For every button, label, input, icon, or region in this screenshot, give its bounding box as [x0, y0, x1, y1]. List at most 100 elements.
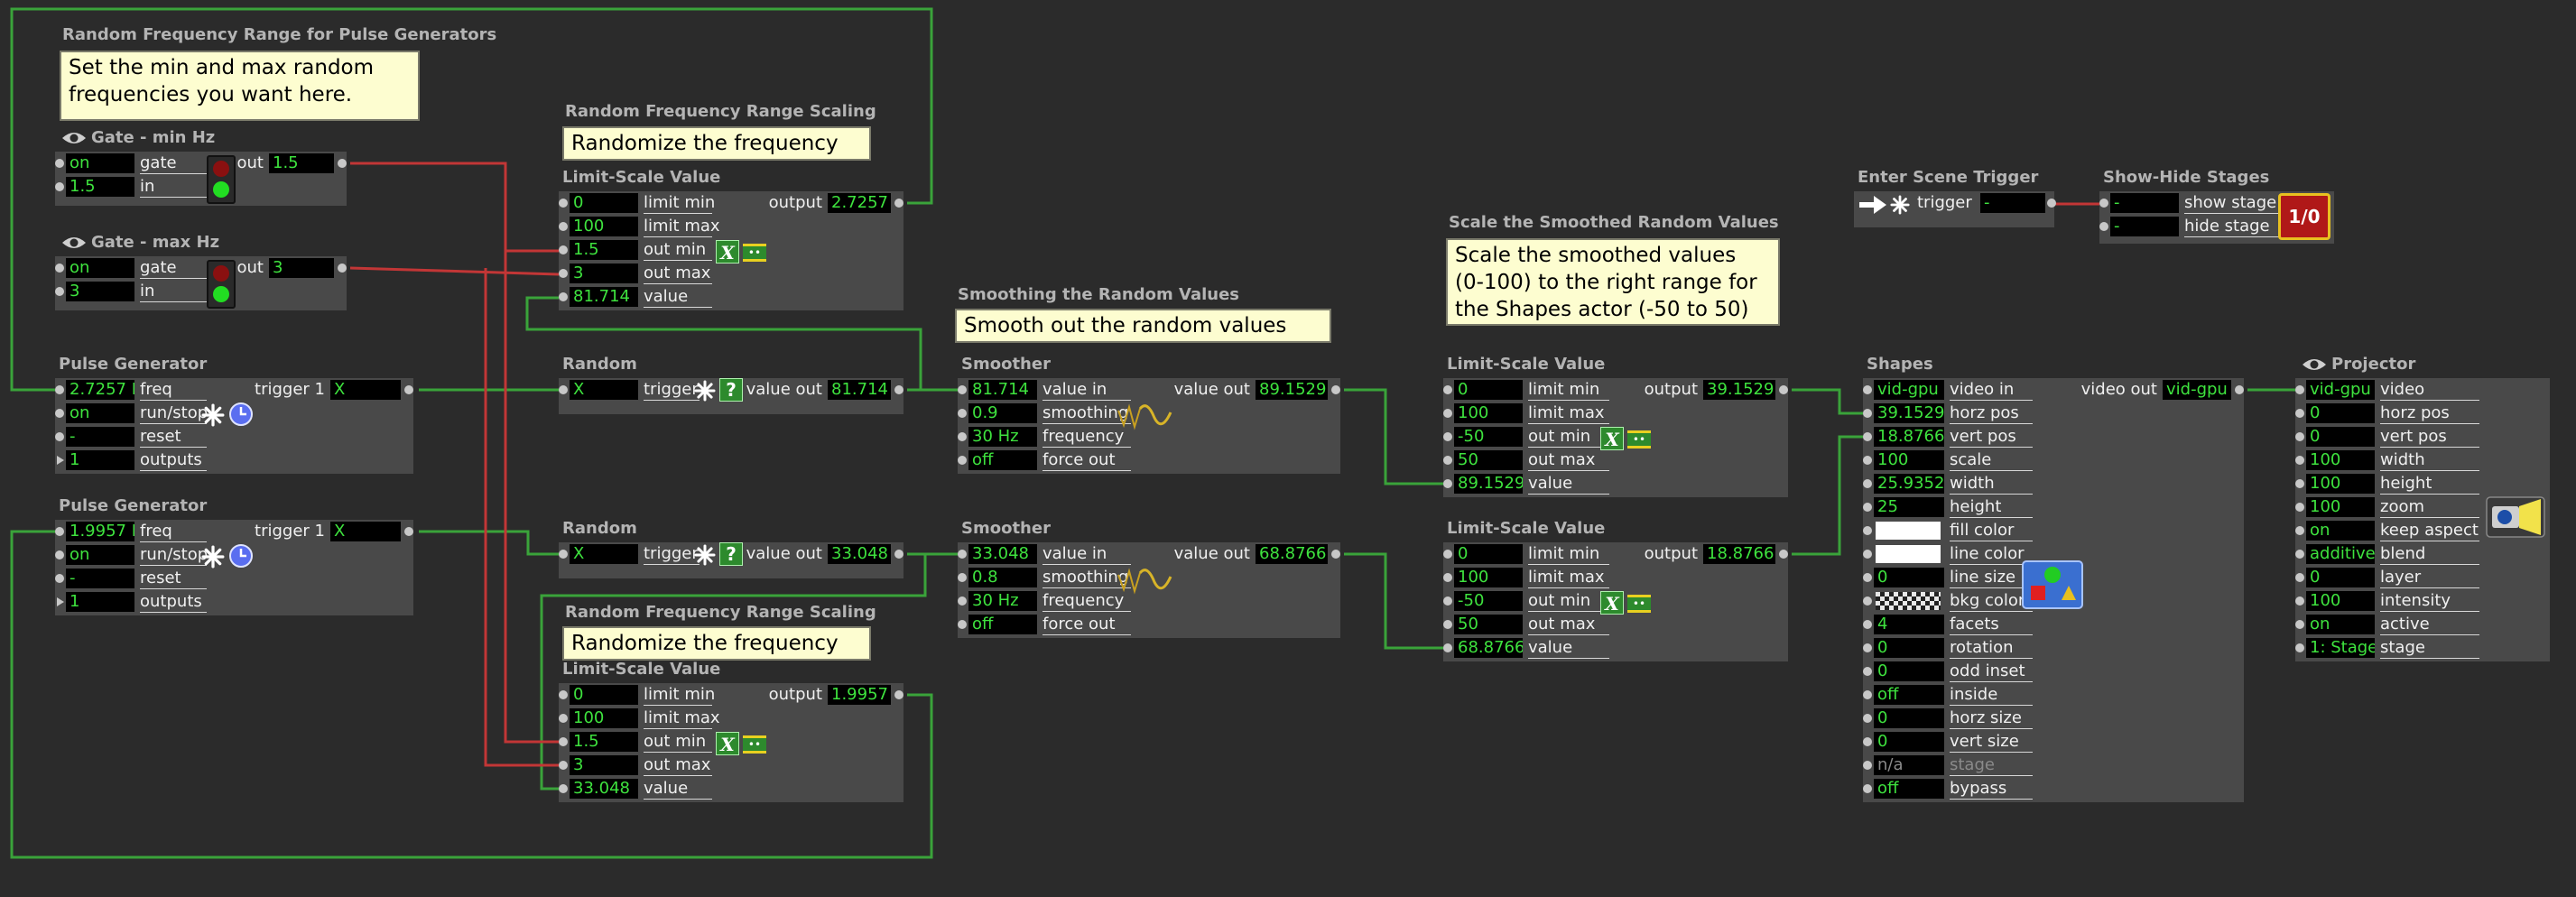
input-value[interactable]: 0: [1874, 708, 1944, 728]
output-value[interactable]: 68.8766: [1256, 544, 1328, 564]
limit-scale-4-actor-title[interactable]: Limit-Scale Value: [1447, 519, 1606, 538]
input-value[interactable]: 0: [2306, 568, 2375, 587]
input-port[interactable]: [2295, 643, 2304, 652]
input-port[interactable]: [559, 269, 568, 278]
input-port[interactable]: [1863, 432, 1872, 441]
input-port[interactable]: [55, 159, 64, 168]
input-value[interactable]: 68.8766: [1454, 638, 1523, 658]
input-port[interactable]: [55, 409, 64, 418]
input-value[interactable]: -: [2110, 217, 2179, 236]
input-value[interactable]: 100: [2306, 497, 2375, 517]
input-port[interactable]: [1443, 479, 1452, 488]
input-value[interactable]: 2.7257 Hz: [66, 380, 134, 400]
input-value[interactable]: 100: [570, 217, 638, 236]
output-port[interactable]: [1779, 550, 1788, 559]
input-value[interactable]: 100: [2306, 474, 2375, 494]
output-value[interactable]: 1.9957: [828, 685, 891, 705]
input-port[interactable]: [559, 292, 568, 301]
input-port[interactable]: [1863, 503, 1872, 512]
pulse-generator-2-actor[interactable]: 1.9957 Hzfreqonrun/stop-reset1outputsXtr…: [55, 520, 413, 615]
output-port[interactable]: [894, 550, 903, 559]
input-value[interactable]: X: [570, 380, 638, 400]
input-port[interactable]: [2295, 409, 2304, 418]
output-value[interactable]: X: [330, 522, 401, 541]
output-port[interactable]: [404, 385, 413, 394]
limit-scale-2-actor-title[interactable]: Limit-Scale Value: [562, 660, 721, 679]
input-port[interactable]: [958, 432, 967, 441]
input-port[interactable]: [1863, 573, 1872, 582]
input-value[interactable]: 0: [1454, 544, 1523, 564]
input-port[interactable]: [2099, 199, 2108, 208]
input-value[interactable]: 1: Stage: [2306, 638, 2375, 658]
input-value[interactable]: 50: [1454, 615, 1523, 634]
input-port[interactable]: [559, 690, 568, 699]
output-value[interactable]: X: [330, 380, 401, 400]
input-value[interactable]: -: [66, 569, 134, 588]
random-2-actor-title[interactable]: Random: [562, 519, 637, 538]
input-value[interactable]: 39.1529: [1874, 403, 1944, 423]
input-port[interactable]: [1863, 456, 1872, 465]
input-value[interactable]: on: [66, 153, 134, 173]
input-port[interactable]: [1863, 690, 1872, 699]
input-value[interactable]: on: [2306, 521, 2375, 541]
gate-min-actor-title[interactable]: Gate - min Hz: [91, 128, 216, 147]
input-value[interactable]: 0: [1874, 568, 1944, 587]
input-value[interactable]: 0.8: [968, 568, 1037, 587]
outputs-expand-icon[interactable]: [57, 456, 64, 465]
input-value[interactable]: 3: [66, 282, 134, 301]
input-port[interactable]: [2295, 550, 2304, 559]
input-value[interactable]: 0: [1874, 732, 1944, 752]
input-port[interactable]: [1443, 643, 1452, 652]
input-value[interactable]: 100: [2306, 591, 2375, 611]
input-value[interactable]: X: [570, 544, 638, 564]
input-value[interactable]: 1.9957 Hz: [66, 522, 134, 541]
input-port[interactable]: [1443, 409, 1452, 418]
input-port[interactable]: [2295, 503, 2304, 512]
input-value[interactable]: on: [2306, 615, 2375, 634]
input-value[interactable]: 25.9352: [1874, 474, 1944, 494]
input-value[interactable]: 33.048: [968, 544, 1037, 564]
output-port[interactable]: [338, 264, 347, 273]
pulse-generator-2-actor-title[interactable]: Pulse Generator: [59, 496, 208, 515]
input-value[interactable]: 50: [1454, 450, 1523, 470]
input-port[interactable]: [1443, 432, 1452, 441]
input-port[interactable]: [1863, 550, 1872, 559]
input-port[interactable]: [2295, 573, 2304, 582]
pulse-generator-1-actor-title[interactable]: Pulse Generator: [59, 355, 208, 374]
outputs-expand-icon[interactable]: [57, 597, 64, 606]
input-port[interactable]: [55, 527, 64, 536]
input-value[interactable]: 100: [1454, 403, 1523, 423]
output-value[interactable]: 2.7257: [828, 193, 891, 213]
input-port[interactable]: [559, 222, 568, 231]
input-value[interactable]: 100: [1874, 450, 1944, 470]
input-port[interactable]: [958, 620, 967, 629]
input-port[interactable]: [958, 456, 967, 465]
output-port[interactable]: [894, 385, 903, 394]
output-port[interactable]: [1331, 385, 1340, 394]
smoother-1-actor-title[interactable]: Smoother: [961, 355, 1051, 374]
input-port[interactable]: [1863, 385, 1872, 394]
input-port[interactable]: [1863, 409, 1872, 418]
input-value[interactable]: 89.1529: [1454, 474, 1523, 494]
output-port[interactable]: [1331, 550, 1340, 559]
input-value[interactable]: 100: [1454, 568, 1523, 587]
input-value[interactable]: off: [968, 450, 1037, 470]
input-value[interactable]: 1.5: [66, 177, 134, 197]
input-value[interactable]: 33.048: [570, 779, 638, 799]
input-port[interactable]: [958, 596, 967, 606]
input-port[interactable]: [559, 245, 568, 254]
input-value[interactable]: 0: [1874, 661, 1944, 681]
input-value[interactable]: off: [1874, 779, 1944, 799]
output-value[interactable]: 33.048: [828, 544, 891, 564]
eye-icon[interactable]: [60, 235, 88, 251]
output-value[interactable]: vid-gpu: [2163, 380, 2231, 400]
input-port[interactable]: [1443, 456, 1452, 465]
